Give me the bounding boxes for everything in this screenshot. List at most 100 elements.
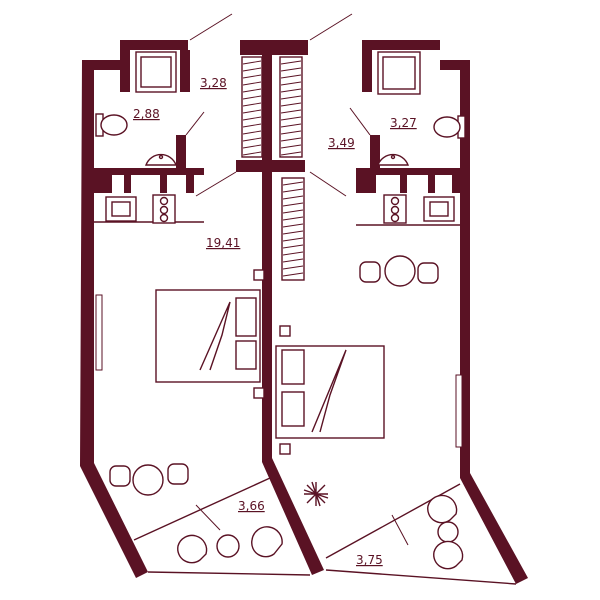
- shaft-hatch-line: [242, 144, 262, 149]
- shaft-hatch-line: [242, 109, 262, 114]
- shaft-hatch-line: [280, 74, 302, 79]
- kitchen-right: [383, 194, 455, 224]
- shaft-hatch-line: [282, 244, 304, 249]
- balcony-seating-left: [177, 526, 283, 564]
- shaft-hatch-line: [280, 88, 302, 93]
- shower-right-tray: [382, 56, 416, 90]
- kitchen-sink-right: [423, 196, 455, 222]
- column-left-3: [160, 175, 167, 193]
- column-right-4: [452, 175, 460, 193]
- area-label-corridor-right: 3,49: [328, 136, 355, 150]
- wall-bath-right-left: [180, 50, 190, 92]
- shaft-hatch-line: [242, 137, 262, 142]
- shaft-hatch-line: [280, 81, 302, 86]
- shaft-hatch-line: [242, 116, 262, 121]
- shaft-hatch-line: [280, 151, 302, 156]
- shaft-hatch-line: [242, 74, 262, 79]
- bath-door-right-leaf: [349, 107, 371, 136]
- shaft-hatch-line: [282, 195, 304, 200]
- wall-right-outer: [460, 60, 528, 584]
- wall-bath-top-left: [120, 40, 188, 92]
- column-right-1: [356, 175, 376, 193]
- area-label-corridor-left: 3,28: [200, 76, 227, 90]
- dining-set-left: [109, 463, 189, 496]
- shaft-hatch-line: [282, 272, 304, 277]
- shower-right: [377, 51, 421, 95]
- bed-right: [275, 325, 385, 455]
- toilet-right: [433, 115, 466, 139]
- kitchen-left: [105, 194, 176, 224]
- shaft-hatch-line: [280, 95, 302, 100]
- corridor-door-left-leaf: [195, 171, 237, 197]
- shower-left-tray: [140, 56, 172, 88]
- sink-left: [144, 153, 178, 166]
- bath-door-left-leaf: [185, 111, 205, 136]
- balcony-glazing-left: [147, 571, 311, 576]
- shaft-hatch-line: [282, 230, 304, 235]
- cooktop-left: [152, 194, 176, 224]
- cooktop-right: [383, 194, 407, 224]
- toilet-left: [95, 113, 128, 137]
- shaft-hatch-line: [280, 67, 302, 72]
- column-left-1: [94, 175, 112, 193]
- window-left: [95, 294, 103, 371]
- shower-left: [135, 51, 177, 93]
- shaft-1: [241, 56, 263, 158]
- shaft-hatch-line: [242, 81, 262, 86]
- area-label-balcony-right: 3,75: [356, 553, 383, 567]
- area-label-living-left: 19,41: [206, 236, 240, 250]
- shaft-hatch-line: [242, 123, 262, 128]
- wall-center-corridor-left: [236, 160, 264, 172]
- shaft-hatch-line: [280, 102, 302, 107]
- dining-set-right: [359, 255, 439, 287]
- wall-center-top-right: [272, 40, 308, 55]
- shaft-2: [279, 56, 303, 158]
- area-label-bath-left: 2,88: [133, 107, 160, 121]
- shaft-hatch-line: [242, 95, 262, 100]
- shaft-hatch-line: [280, 60, 302, 65]
- shaft-hatch-line: [282, 216, 304, 221]
- wall-left-outer: [80, 60, 148, 578]
- area-label-bath-right: 3,27: [390, 116, 417, 130]
- shaft-hatch-line: [280, 116, 302, 121]
- column-left-2: [124, 175, 131, 193]
- shaft-hatch-line: [242, 130, 262, 135]
- shaft-hatch-line: [242, 151, 262, 156]
- shaft-hatch-line: [280, 109, 302, 114]
- plant-icon: [303, 481, 329, 507]
- column-right-2: [400, 175, 407, 193]
- shaft-hatch-line: [280, 144, 302, 149]
- furniture: [109, 255, 464, 570]
- shaft-hatch-line: [242, 67, 262, 72]
- fixtures: [95, 51, 466, 224]
- shaft-hatch-line: [280, 130, 302, 135]
- column-right-3: [428, 175, 435, 193]
- wall-bath-lower-right: [370, 135, 380, 168]
- shaft-hatch-line: [282, 223, 304, 228]
- shaft-hatch-line: [242, 102, 262, 107]
- shaft-hatch-line: [282, 251, 304, 256]
- wall-center-top-left: [240, 40, 262, 55]
- entry-door-right-leaf: [309, 13, 353, 41]
- thin-lines: [94, 13, 517, 585]
- entry-door-left-leaf: [189, 13, 233, 41]
- balcony-glazing-right: [325, 569, 517, 585]
- wall-center: [262, 40, 324, 575]
- shafts: [241, 56, 305, 281]
- shaft-hatch-line: [282, 188, 304, 193]
- shaft-hatch-line: [282, 258, 304, 263]
- balcony-seating-right: [427, 494, 464, 570]
- shaft-hatch-line: [280, 123, 302, 128]
- shaft-hatch-line: [282, 202, 304, 207]
- walls: [80, 40, 528, 584]
- wall-kitchen-right: [356, 168, 470, 175]
- area-label-balcony-left: 3,66: [238, 499, 265, 513]
- balcony-door-line-left: [133, 477, 271, 541]
- shaft-hatch-line: [242, 60, 262, 65]
- wall-kitchen-left: [94, 168, 204, 175]
- kitchen-sink-left: [105, 196, 137, 222]
- shaft-hatch-line: [282, 181, 304, 186]
- wall-bath-lower-left: [176, 135, 186, 168]
